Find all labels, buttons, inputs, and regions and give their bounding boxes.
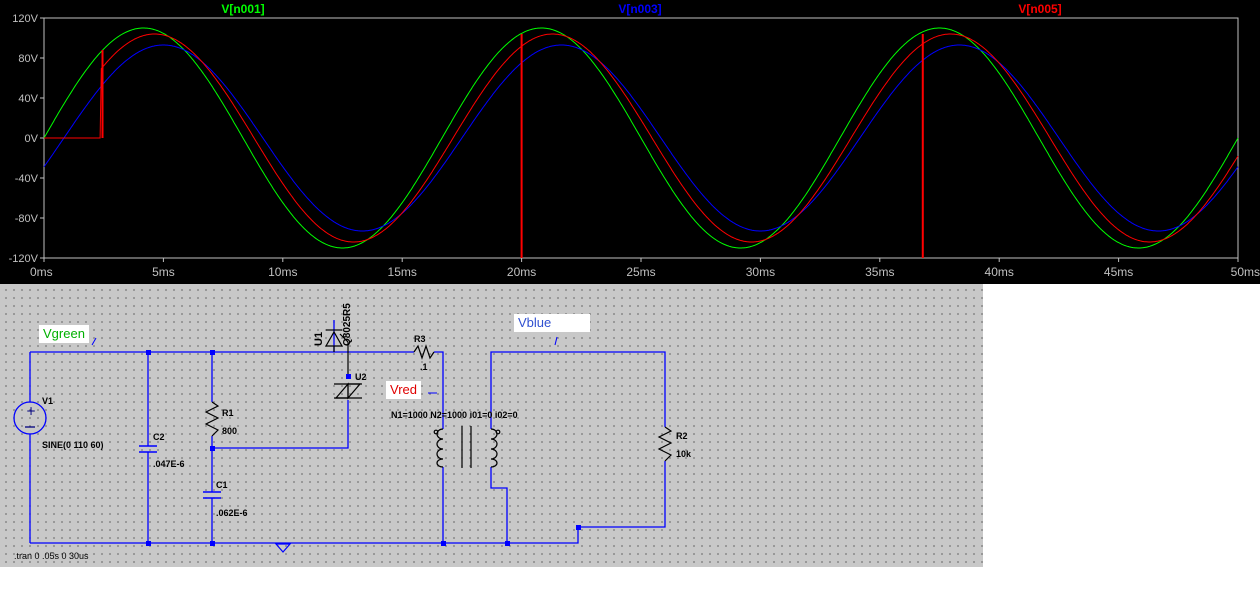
trace-vn005[interactable] xyxy=(44,33,1239,243)
junctions xyxy=(146,350,581,546)
legend-vn005[interactable]: V[n005] xyxy=(1018,2,1061,16)
x-tick-label: 50ms xyxy=(1231,265,1260,279)
resistor-r1[interactable] xyxy=(204,401,220,437)
spice-directive[interactable]: .tran 0 .05s 0 30us xyxy=(14,551,89,561)
trace-vn001[interactable] xyxy=(43,27,1239,249)
u2-ref: U2 xyxy=(355,372,367,382)
diac-u2[interactable] xyxy=(334,382,362,400)
c2-ref: C2 xyxy=(153,432,165,442)
x-tick-label: 5ms xyxy=(152,265,175,279)
r3-value: .1 xyxy=(420,362,428,372)
svg-text:+: + xyxy=(26,404,36,418)
transformer[interactable] xyxy=(433,426,501,468)
wire-gate[interactable] xyxy=(212,400,349,449)
wire-bottom[interactable] xyxy=(30,527,579,544)
net-label-vgreen[interactable]: Vgreen xyxy=(39,325,89,343)
r3-ref: R3 xyxy=(414,334,426,344)
resistor-r3[interactable] xyxy=(413,344,435,360)
voltage-source-v1[interactable]: + xyxy=(13,401,47,435)
schematic-drawing: + xyxy=(13,303,692,561)
wire-secondary[interactable] xyxy=(490,351,666,528)
v1-value: SINE(0 110 60) xyxy=(42,440,104,450)
capacitor-c1[interactable] xyxy=(203,491,221,499)
resistor-r2[interactable] xyxy=(657,426,673,462)
y-tick-label: -120V xyxy=(9,253,39,265)
trace-vn003[interactable] xyxy=(43,44,1239,232)
waveform-viewer[interactable]: V[n001] V[n003] V[n005] 120V 80V 40V 0V -40V -8… xyxy=(0,0,1260,284)
ground-symbol[interactable] xyxy=(274,543,292,553)
x-tick-label: 45ms xyxy=(1104,265,1133,279)
y-tick-label: 0V xyxy=(25,133,39,145)
wire-secondary-low[interactable] xyxy=(490,467,508,543)
u1-value: Q8025R5 xyxy=(342,303,353,346)
c1-ref: C1 xyxy=(216,480,228,490)
x-tick-label: 35ms xyxy=(865,265,894,279)
u1-ref: U1 xyxy=(313,332,325,346)
net-label-vblue[interactable]: Vblue xyxy=(514,314,590,332)
x-tick-label: 30ms xyxy=(746,265,775,279)
y-tick-label: -40V xyxy=(15,173,39,185)
wire-r3[interactable] xyxy=(434,351,444,543)
c2-value: .047E-6 xyxy=(153,459,185,469)
x-tick-label: 10ms xyxy=(268,265,297,279)
y-tick-label: -80V xyxy=(15,213,39,225)
net-label-vred[interactable]: Vred xyxy=(386,381,421,399)
x-tick-label: 25ms xyxy=(626,265,655,279)
x-tick-label: 0ms xyxy=(30,265,53,279)
c1-value: .062E-6 xyxy=(216,508,248,518)
x-tick-label: 15ms xyxy=(388,265,417,279)
transformer-params: N1=1000 N2=1000 i01=0 i02=0 xyxy=(391,410,518,420)
r1-ref: R1 xyxy=(222,408,234,418)
waveform-plot[interactable]: V[n001] V[n003] V[n005] 120V 80V 40V 0V -40V -8… xyxy=(0,0,1260,284)
y-tick-label: 40V xyxy=(18,93,38,105)
scr-u1[interactable] xyxy=(324,329,349,376)
legend-vn001[interactable]: V[n001] xyxy=(221,2,264,16)
x-tick-label: 40ms xyxy=(985,265,1014,279)
y-tick-label: 120V xyxy=(12,13,38,25)
v1-ref: V1 xyxy=(42,396,53,406)
legend-vn003[interactable]: V[n003] xyxy=(618,2,661,16)
y-tick-label: 80V xyxy=(18,53,38,65)
x-tick-label: 20ms xyxy=(507,265,536,279)
r1-value: 800 xyxy=(222,426,237,436)
schematic-editor[interactable]: + xyxy=(0,284,983,567)
r2-value: 10k xyxy=(676,449,692,459)
r2-ref: R2 xyxy=(676,431,688,441)
capacitor-c2[interactable] xyxy=(139,445,157,453)
